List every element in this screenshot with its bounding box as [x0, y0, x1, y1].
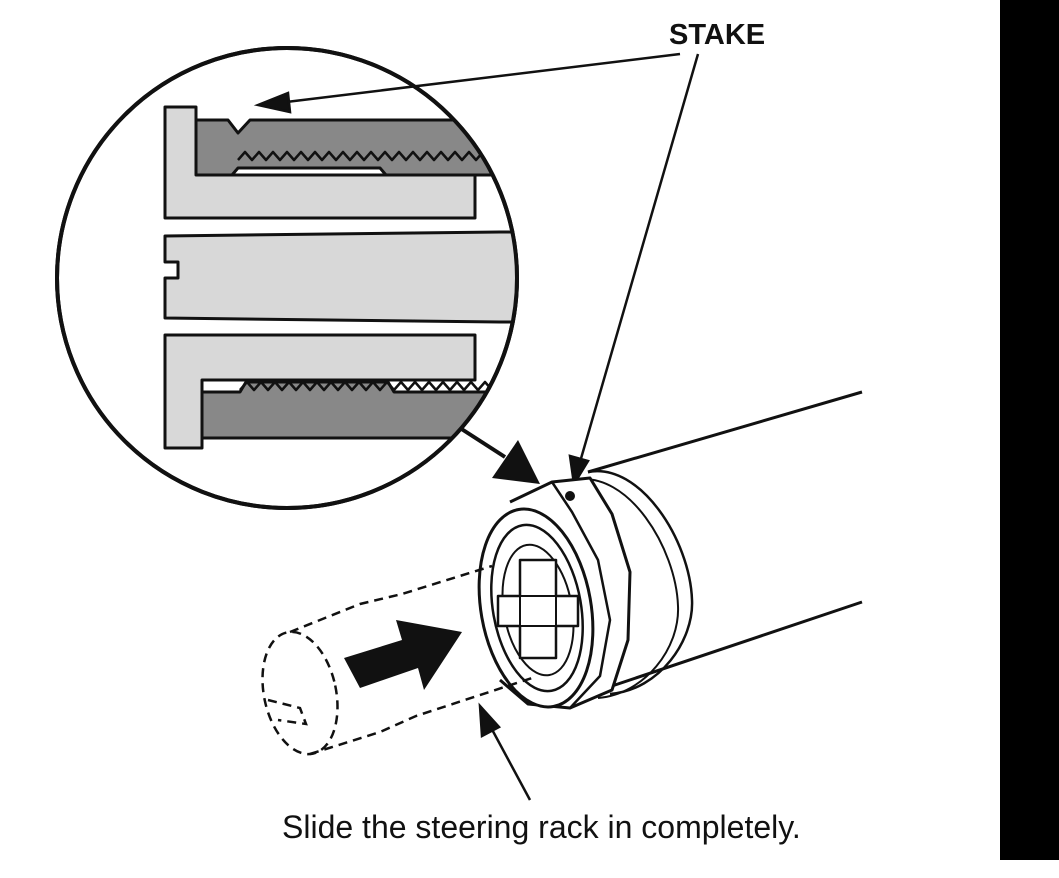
side-bar	[1000, 0, 1059, 860]
rack-housing-tube	[587, 390, 863, 692]
steering-rack-insert	[261, 564, 533, 756]
rack-end-slot	[267, 698, 308, 726]
rack-top-edge	[289, 564, 493, 634]
detail-pointer-arrow	[458, 426, 540, 484]
upper-threads	[237, 150, 491, 162]
upper-outer-housing	[194, 118, 517, 177]
steering-rack-detail	[163, 230, 517, 324]
stake-label: STAKE	[669, 19, 765, 51]
caption-leader	[478, 702, 532, 801]
stake-leaders	[253, 52, 700, 488]
housing-end-cap	[587, 469, 694, 696]
rack-end	[261, 630, 339, 756]
upper-lock-nut	[163, 105, 477, 220]
detail-view	[55, 46, 519, 510]
rack-housing-assembly	[477, 390, 863, 710]
caption: Slide the steering rack in completely.	[282, 809, 801, 845]
insertion-arrow-icon	[344, 620, 462, 690]
lower-threads	[239, 380, 493, 392]
lower-lock-nut	[163, 333, 477, 450]
rack-bottom-edge	[309, 676, 533, 756]
stake-point	[565, 491, 575, 501]
